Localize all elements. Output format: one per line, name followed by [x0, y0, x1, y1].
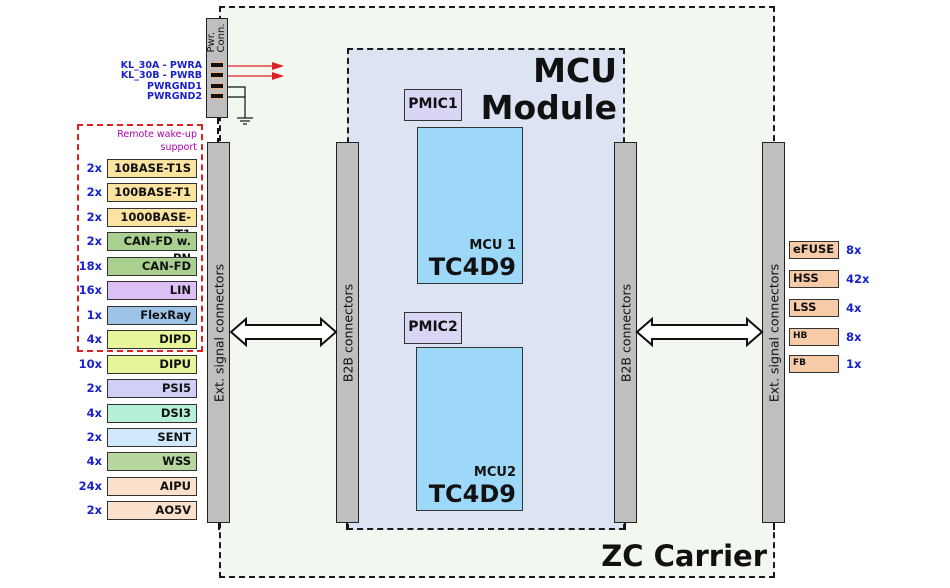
remote-wakeup-note-line2: support	[160, 142, 197, 153]
pmic2-block: PMIC2	[404, 312, 462, 344]
output-count: 42x	[846, 272, 870, 286]
pwrb-arrow-icon	[272, 72, 284, 80]
interface-box: 100BASE-T1	[107, 183, 197, 202]
ground-symbol-icon	[237, 117, 253, 125]
output-box: LSS	[789, 299, 839, 317]
output-box: HSS	[789, 270, 839, 288]
carrier-title: ZC Carrier	[601, 539, 767, 573]
remote-wakeup-note-line1: Remote wake-up	[117, 129, 197, 140]
interface-box: AIPU	[107, 477, 197, 496]
interface-box: AO5V	[107, 501, 197, 520]
power-pin-4	[211, 93, 223, 99]
power-pin-3	[211, 83, 223, 89]
interface-box: DIPD	[107, 330, 197, 349]
output-box: FB	[789, 355, 839, 373]
mcu1-label: MCU 1	[469, 238, 516, 253]
interface-count: 10x	[78, 357, 102, 371]
remote-wakeup-note: Remote wake-up support	[117, 128, 197, 154]
output-count: 4x	[846, 301, 862, 315]
interface-count: 16x	[78, 283, 102, 297]
interface-box: WSS	[107, 452, 197, 471]
interface-box: CAN-FD	[107, 257, 197, 276]
pmic1-block: PMIC1	[404, 89, 462, 121]
interface-box: LIN	[107, 281, 197, 300]
power-pin-label: KL_30B - PWRB	[120, 70, 202, 81]
module-title-line1: MCU	[533, 51, 617, 90]
output-count: 8x	[846, 243, 862, 257]
interface-count: 4x	[86, 406, 102, 420]
interface-box: PSI5	[107, 379, 197, 398]
interface-box: CAN-FD w. PN	[107, 232, 197, 265]
interface-count: 4x	[86, 454, 102, 468]
module-title: MCU Module	[481, 52, 617, 126]
power-connector-title: Pwr. Conn.	[206, 23, 227, 53]
mcu1-block: MCU 1 TC4D9	[417, 127, 523, 284]
gnd1-line	[226, 86, 246, 118]
interface-box: FlexRay	[107, 306, 197, 325]
power-pin-label: KL_30A - PWRA	[120, 60, 202, 71]
interface-box: DSI3	[107, 404, 197, 423]
mcu2-chip: TC4D9	[428, 480, 516, 508]
interface-count: 2x	[86, 185, 102, 199]
interface-count: 18x	[78, 259, 102, 273]
output-box: HB	[789, 328, 839, 346]
interface-box: 10BASE-T1S	[107, 159, 197, 178]
interface-count: 2x	[86, 430, 102, 444]
interface-box: SENT	[107, 428, 197, 447]
interface-count: 2x	[86, 381, 102, 395]
interface-count: 2x	[86, 210, 102, 224]
interface-count: 1x	[86, 308, 102, 322]
interface-count: 2x	[86, 503, 102, 517]
power-pin-2	[211, 72, 223, 78]
output-count: 8x	[846, 330, 862, 344]
interface-box: 1000BASE-T1	[107, 208, 197, 241]
remote-wakeup-group: Remote wake-up support	[77, 124, 203, 352]
interface-count: 24x	[78, 479, 102, 493]
output-count: 1x	[846, 357, 862, 371]
power-pin-1	[211, 62, 223, 68]
module-title-line2: Module	[480, 88, 617, 127]
power-connector: Pwr. Conn.	[206, 18, 228, 118]
power-pin-label: PWRGND1	[146, 81, 202, 92]
output-box: eFUSE	[789, 241, 839, 259]
interface-box: DIPU	[107, 355, 197, 374]
interface-count: 2x	[86, 234, 102, 248]
pwra-arrow-icon	[272, 62, 284, 70]
interface-count: 2x	[86, 161, 102, 175]
mcu1-chip: TC4D9	[428, 253, 516, 281]
mcu2-label: MCU2	[473, 465, 516, 480]
power-pin-label: PWRGND2	[146, 91, 202, 102]
right-double-arrow	[635, 316, 764, 348]
interface-count: 4x	[86, 332, 102, 346]
left-double-arrow	[229, 316, 338, 348]
mcu2-block: MCU2 TC4D9	[416, 347, 523, 511]
power-connector-title-line2: Conn.	[216, 23, 227, 53]
left-ext-signal-connector: Ext. signal connectors	[207, 142, 230, 523]
